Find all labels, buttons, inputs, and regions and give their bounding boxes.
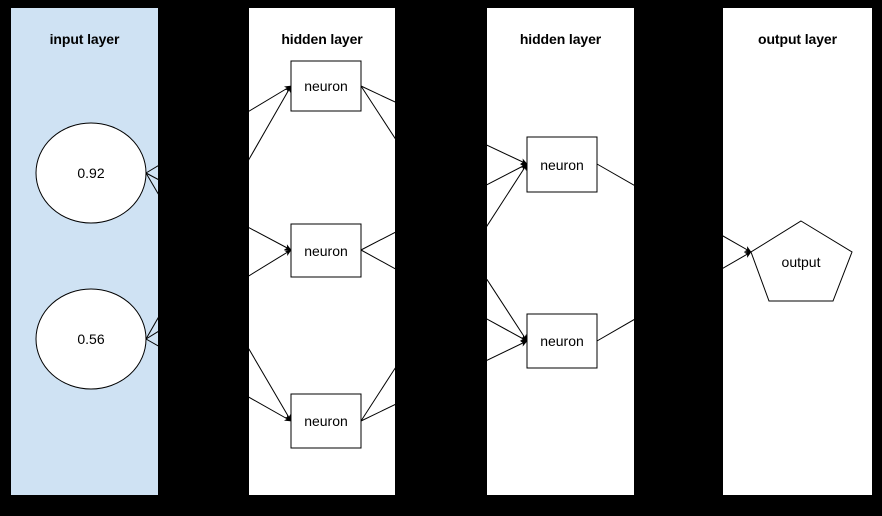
connection-hidden1.1-to-hidden2.1 [487, 318, 528, 342]
layer-title-hidden2: hidden layer [519, 31, 602, 47]
node-label-input-1: 0.56 [77, 331, 105, 347]
layer-graphics-input [35, 122, 158, 390]
connection-hidden1.0-to-hidden2.0 [487, 144, 528, 165]
connection-input.1-to-hidden1.1 [145, 331, 158, 340]
connection-input.0-to-hidden1.0 [145, 165, 158, 174]
node-hidden2-0[interactable] [526, 136, 598, 193]
connection-input.1-to-hidden1.0 [145, 317, 158, 340]
layer-panel-hidden2: hidden layer neuron neuron [487, 8, 634, 495]
connection-hidden1.2-to-hidden2.0 [360, 367, 395, 422]
node-input-0[interactable] [35, 122, 147, 224]
connection-input.1-to-hidden1.2 [145, 338, 158, 347]
node-label-hidden2-0: neuron [540, 156, 584, 173]
node-label-output-0: output [781, 254, 821, 270]
connection-hidden1.2-to-hidden2.1 [360, 404, 395, 422]
node-label-hidden1-0: neuron [304, 78, 348, 94]
connection-input.0-to-hidden1.2 [249, 348, 292, 422]
connection-hidden2.0-to-output.0 [723, 235, 752, 253]
node-hidden1-1[interactable] [290, 223, 362, 278]
connection-hidden1.2-to-hidden2.1 [487, 340, 528, 361]
connection-hidden1.0-to-hidden2.1 [360, 85, 395, 140]
connection-input.1-to-hidden1.2 [249, 396, 292, 422]
layer-panel-hidden1: hidden layer neuron neuron neuron [249, 8, 395, 495]
connection-hidden1.0-to-hidden2.0 [360, 85, 395, 103]
node-label-hidden1-1: neuron [304, 242, 348, 259]
layer-title-output: output layer [758, 31, 837, 47]
node-hidden2-1[interactable] [526, 313, 598, 369]
connection-hidden1.0-to-hidden2.1 [487, 278, 528, 342]
connection-input.0-to-hidden1.1 [145, 172, 158, 180]
layer-panel-output: output layer output [723, 8, 872, 495]
connection-hidden1.1-to-hidden2.0 [360, 231, 395, 251]
layer-graphics-hidden2 [487, 136, 634, 369]
layer-panel-input: input layer 0.92 0.56 [11, 8, 158, 495]
node-label-hidden1-2: neuron [304, 413, 348, 429]
layer-graphics-hidden1 [249, 60, 395, 449]
layer-title-input: input layer [49, 31, 120, 47]
layer-graphics-output [723, 220, 853, 302]
connection-hidden1.1-to-hidden2.0 [487, 163, 528, 186]
connection-hidden2.1-to-output.0 [596, 319, 634, 342]
connection-input.1-to-hidden1.0 [249, 85, 292, 161]
connection-hidden2.1-to-output.0 [723, 251, 752, 269]
node-output-0[interactable] [750, 220, 853, 302]
layer-title-hidden1: hidden layer [281, 31, 363, 47]
node-label-input-0: 0.92 [77, 165, 105, 181]
connection-input.0-to-hidden1.2 [145, 172, 158, 195]
connection-hidden1.1-to-hidden2.1 [360, 249, 395, 270]
connection-hidden1.2-to-hidden2.0 [487, 163, 528, 227]
connection-hidden2.0-to-output.0 [596, 163, 634, 186]
node-hidden1-2[interactable] [290, 393, 362, 449]
node-input-1[interactable] [35, 288, 147, 390]
connection-input.0-to-hidden1.0 [249, 85, 292, 112]
node-hidden1-0[interactable] [290, 60, 362, 112]
connection-input.1-to-hidden1.1 [249, 249, 292, 277]
node-label-hidden2-1: neuron [540, 333, 584, 349]
connection-input.0-to-hidden1.1 [249, 227, 292, 251]
